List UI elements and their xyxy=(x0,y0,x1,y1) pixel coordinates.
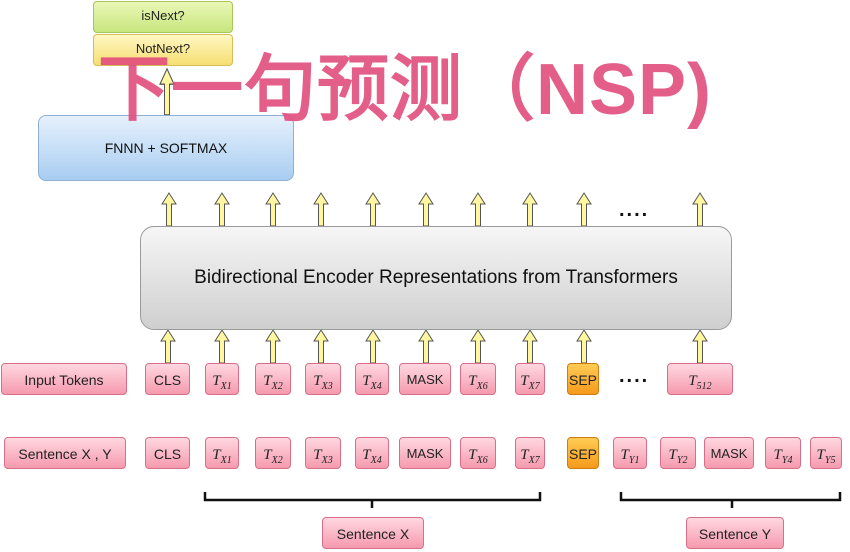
brace-sentence-x xyxy=(203,492,542,508)
sentence-token-t-x3: TX3 xyxy=(305,437,341,469)
sentence-x-label: Sentence X xyxy=(322,517,424,549)
input-token-t-x6: TX6 xyxy=(460,363,496,395)
sentence-token-sep: SEP xyxy=(567,437,599,469)
input-token-t-x4: TX4 xyxy=(355,363,389,395)
input-token-t-x3: TX3 xyxy=(305,363,341,395)
token-input-arrow xyxy=(313,329,329,364)
sentence-token-cls: CLS xyxy=(145,437,190,469)
token-input-arrow xyxy=(160,329,176,364)
sentence-token-t-x4: TX4 xyxy=(355,437,389,469)
ellipsis-top: .... xyxy=(619,199,650,221)
input-tokens-label: Input Tokens xyxy=(1,363,127,395)
token-input-arrow xyxy=(470,329,486,364)
sentence-token-mask: MASK xyxy=(399,437,451,469)
sentence-token-t-x6: TX6 xyxy=(460,437,496,469)
encoder-output-arrow xyxy=(522,192,538,227)
input-token-cls: CLS xyxy=(145,363,190,395)
sentence-token-t-x7: TX7 xyxy=(515,437,545,469)
sentence-token-t-x2: TX2 xyxy=(255,437,291,469)
encoder-output-arrow xyxy=(692,192,708,227)
sentence-token-t-y4: TY4 xyxy=(765,437,801,469)
encoder-output-arrow xyxy=(418,192,434,227)
token-input-arrow xyxy=(214,329,230,364)
classifier-box: FNNN + SOFTMAX xyxy=(38,115,294,181)
sentence-y-label: Sentence Y xyxy=(686,517,784,549)
ellipsis-input: .... xyxy=(619,365,650,387)
page-title: 下一句预测（NSP) xyxy=(98,50,713,130)
sentence-token-t-y5: TY5 xyxy=(810,437,842,469)
sentence-token-mask: MASK xyxy=(704,437,754,469)
brace-sentence-y xyxy=(619,492,842,508)
input-token-t-x7: TX7 xyxy=(515,363,545,395)
token-input-arrow xyxy=(522,329,538,364)
encoder-output-arrow xyxy=(313,192,329,227)
sentence-token-t-x1: TX1 xyxy=(205,437,239,469)
token-input-arrow xyxy=(265,329,281,364)
input-token-sep: SEP xyxy=(567,363,599,395)
not-next-output: NotNext? xyxy=(93,34,233,66)
input-token-mask: MASK xyxy=(399,363,451,395)
token-input-arrow xyxy=(418,329,434,364)
sentence-xy-label: Sentence X , Y xyxy=(4,437,126,469)
token-input-arrow xyxy=(576,329,592,364)
token-input-arrow xyxy=(365,329,381,364)
token-input-arrow xyxy=(692,329,708,364)
encoder-output-arrow xyxy=(161,192,177,227)
encoder-output-arrow xyxy=(265,192,281,227)
input-token-t-x2: TX2 xyxy=(255,363,291,395)
encoder-output-arrow xyxy=(214,192,230,227)
encoder-output-arrow xyxy=(365,192,381,227)
encoder-output-arrow xyxy=(470,192,486,227)
sentence-token-t-y2: TY2 xyxy=(660,437,696,469)
input-token-t-512: T512 xyxy=(667,363,733,395)
is-next-output: isNext? xyxy=(93,1,233,33)
input-token-t-x1: TX1 xyxy=(205,363,239,395)
encoder-output-arrow xyxy=(576,192,592,227)
sentence-token-t-y1: TY1 xyxy=(613,437,647,469)
encoder-box: Bidirectional Encoder Representations fr… xyxy=(140,226,732,330)
